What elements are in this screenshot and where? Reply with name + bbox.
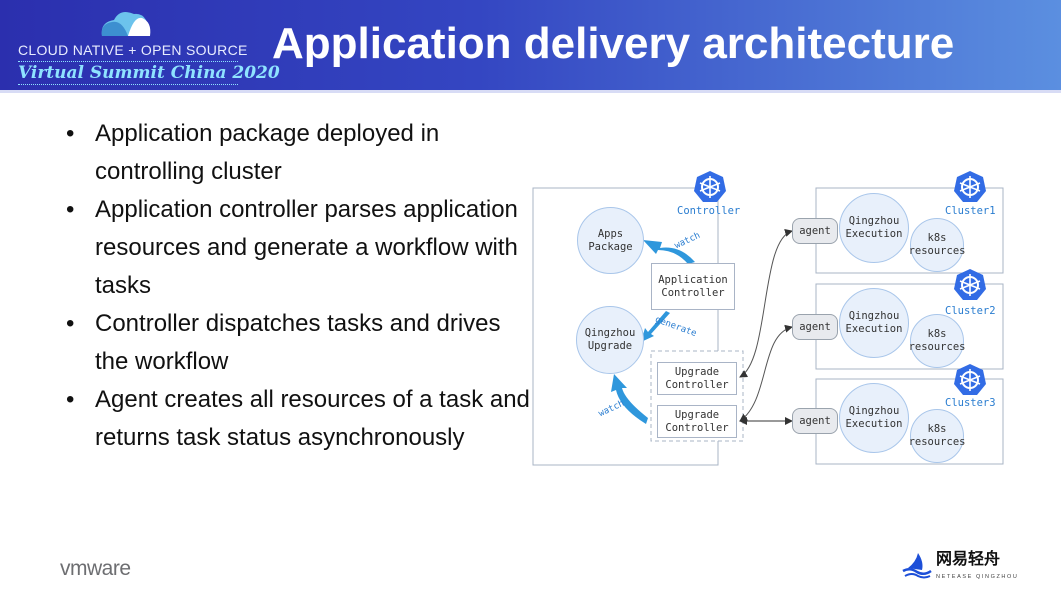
upgrade-controller-node: Upgrade Controller [657, 362, 737, 395]
netease-logo-cn: 网易轻舟 [936, 551, 1001, 568]
bullet-item: Application package deployed in controll… [62, 115, 532, 191]
vmware-logo: vmware [60, 557, 131, 580]
kubernetes-icon [694, 171, 726, 202]
controller-label: Controller [677, 205, 741, 217]
logo-line1: CLOUD NATIVE + OPEN SOURCE [18, 42, 248, 58]
agent-node: agent [792, 408, 838, 434]
summit-logo: CLOUD NATIVE + OPEN SOURCE Virtual Summi… [18, 6, 280, 86]
qingzhou-execution-node: Qingzhou Execution [839, 288, 909, 358]
watch-arrow-top [643, 240, 695, 264]
kubernetes-icon [954, 171, 986, 202]
application-controller-node: Application Controller [651, 263, 735, 310]
agent-node: agent [792, 314, 838, 340]
k8s-resources-node: k8s resources [909, 409, 965, 463]
bullet-item: Agent creates all resources of a task an… [62, 381, 532, 457]
cluster2-label: Cluster2 [945, 305, 996, 317]
logo-line2: Virtual Summit China 2020 [18, 61, 280, 85]
agent-node: agent [792, 218, 838, 244]
qingzhou-upgrade-node: Qingzhou Upgrade [576, 306, 644, 374]
netease-logo-en: NETEASE QINGZHOU [936, 574, 1019, 580]
bullet-item: Controller dispatches tasks and drives t… [62, 305, 532, 381]
controller-cluster-box [532, 187, 719, 466]
kubernetes-icon [954, 364, 986, 395]
k8s-resources-node: k8s resources [909, 314, 965, 368]
k8s-resources-node: k8s resources [909, 218, 965, 272]
kubernetes-icon [954, 269, 986, 300]
qingzhou-execution-node: Qingzhou Execution [839, 193, 909, 263]
apps-package-node: Apps Package [577, 207, 644, 274]
bullet-item: Application controller parses applicatio… [62, 191, 532, 305]
connection-cluster1 [739, 229, 793, 378]
watch-arrow-bottom [611, 374, 648, 424]
cluster1-label: Cluster1 [945, 205, 996, 217]
generate-arrow [641, 311, 670, 342]
cluster3-label: Cluster3 [945, 397, 996, 409]
cloud-icon [101, 12, 151, 36]
upgrade-controller-node: Upgrade Controller [657, 405, 737, 438]
qingzhou-execution-node: Qingzhou Execution [839, 383, 909, 453]
page-title: Application delivery architecture [272, 19, 955, 68]
connection-cluster2 [739, 324, 793, 422]
netease-qingzhou-logo-icon [902, 553, 932, 579]
bullet-list: Application package deployed in controll… [62, 115, 532, 457]
header: CLOUD NATIVE + OPEN SOURCE Virtual Summi… [0, 0, 1061, 93]
